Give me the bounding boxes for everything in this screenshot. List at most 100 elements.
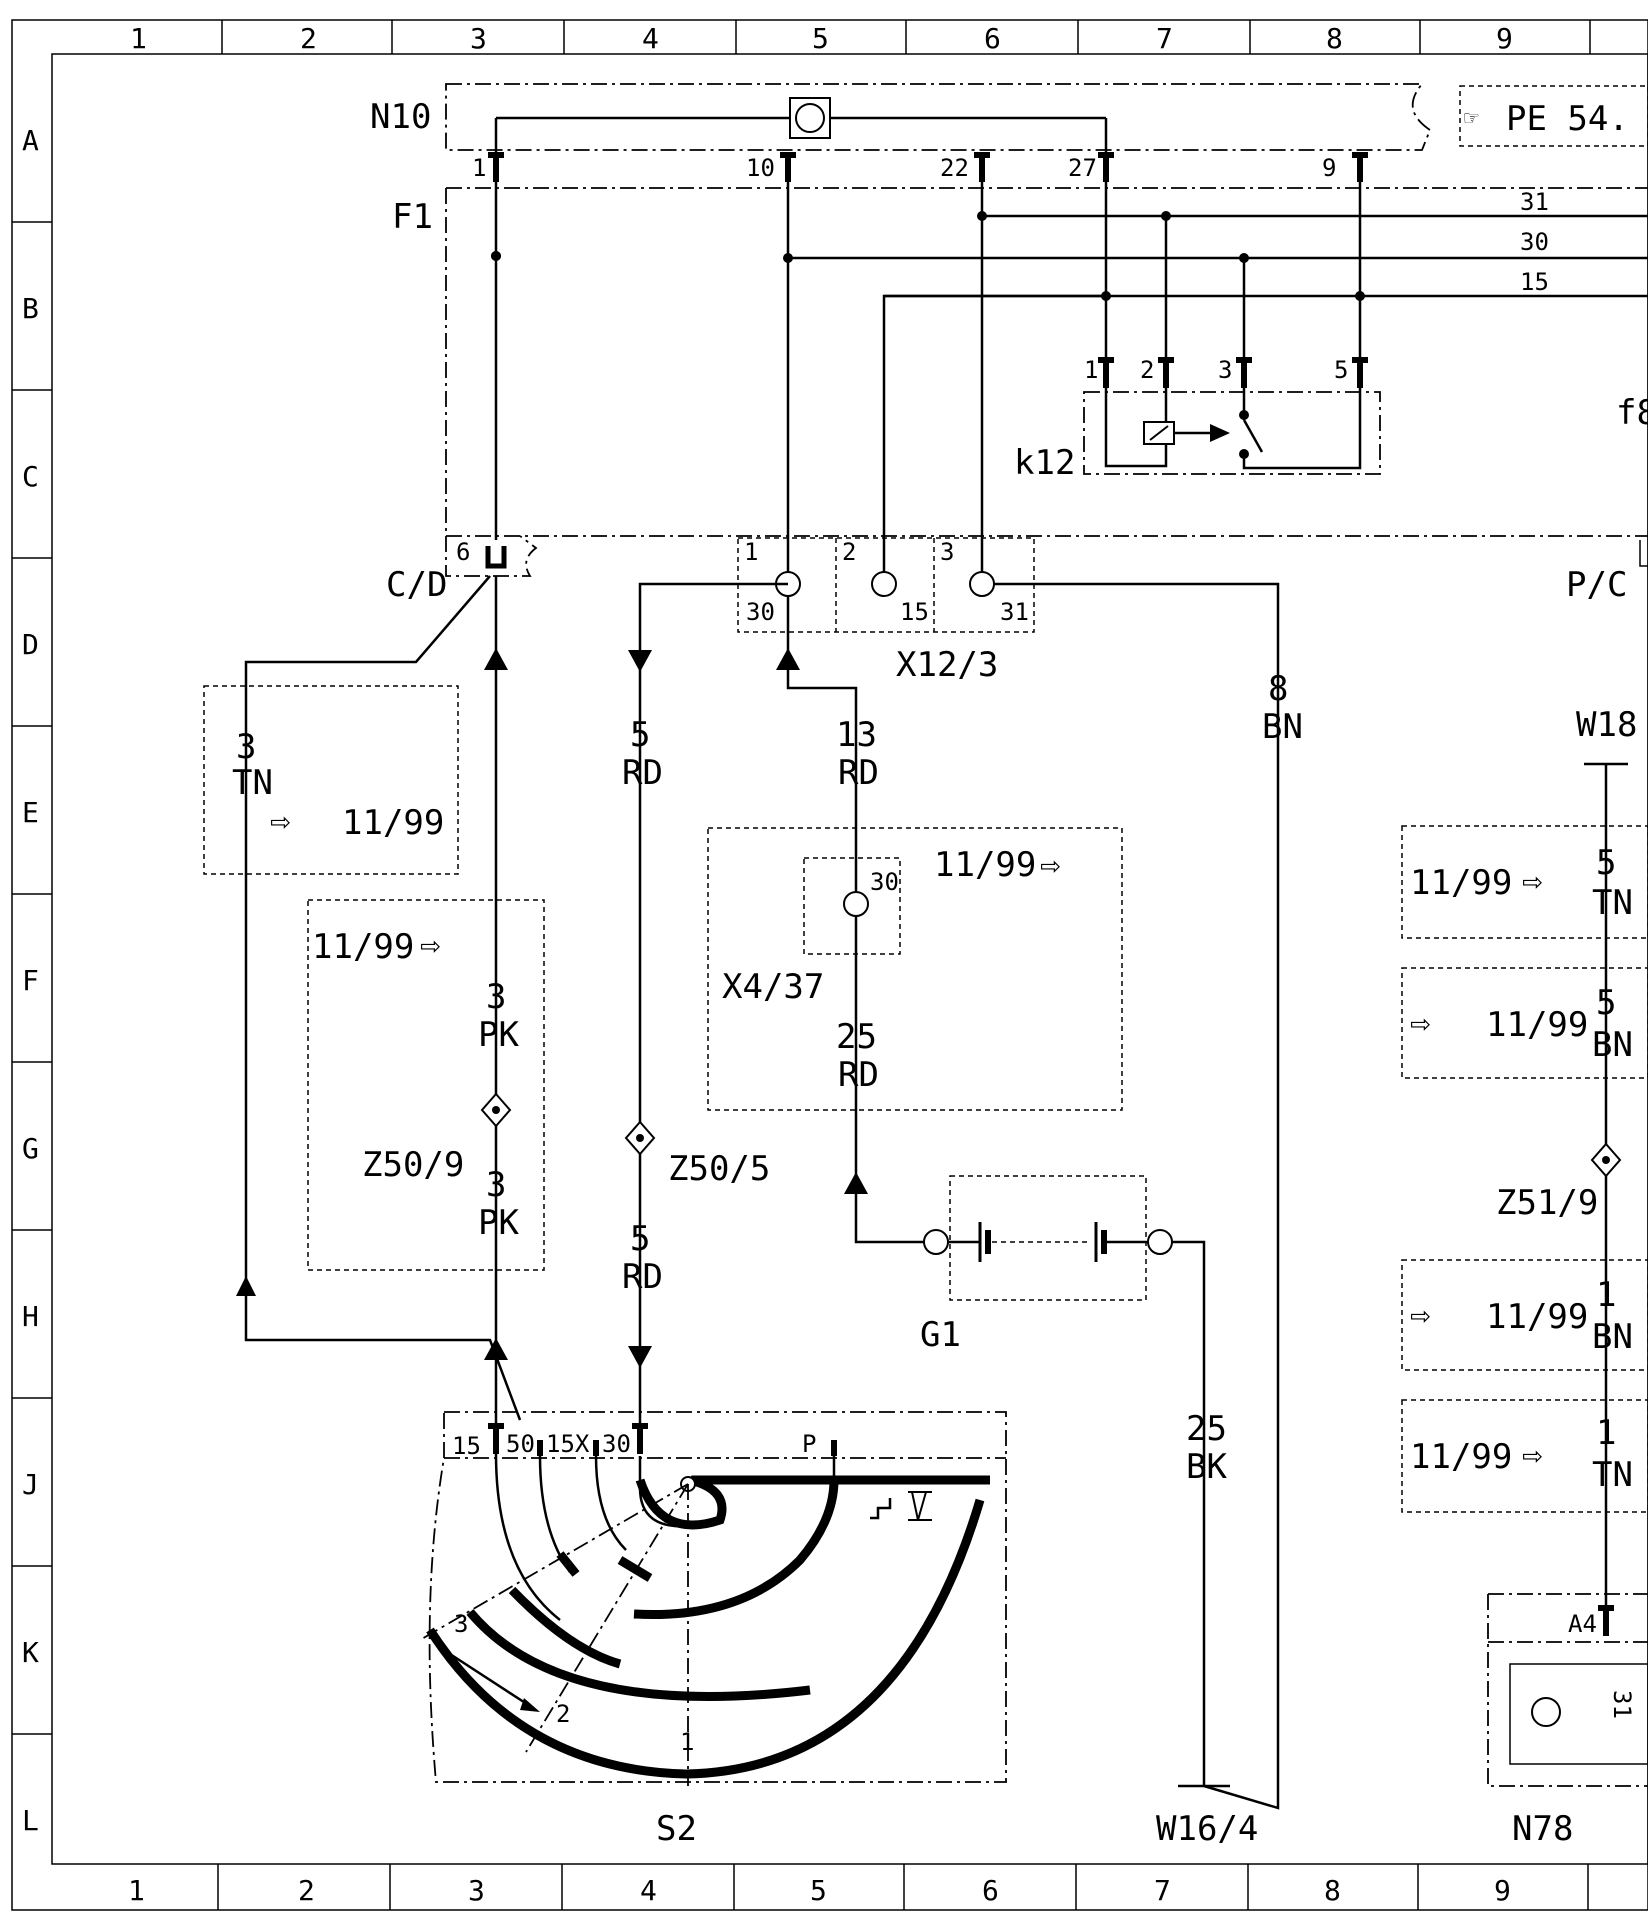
z51-9-label: Z51/9: [1496, 1183, 1598, 1223]
arrow-right-icon: ⇨: [1410, 1295, 1431, 1335]
pin-label: 10: [746, 154, 775, 182]
position-label: 3: [454, 1610, 468, 1638]
pin-label: 3: [940, 538, 954, 566]
wire-number: 5: [1596, 983, 1616, 1023]
col-label: 3: [470, 22, 487, 55]
ref-label: 11/99: [342, 803, 444, 843]
arrow-right-icon: ⇨: [1040, 845, 1061, 885]
x4-37-box: 30 X4/37 11/99 ⇨: [707, 827, 1123, 1111]
pin-label: 22: [940, 154, 969, 182]
row-label: J: [22, 1468, 39, 1501]
wire-labels: 3 TN 3 PK 3 PK 5 RD 5 RD 13 RD 25 RD 8 B…: [232, 669, 1303, 1487]
k12-relay: 1 2 3 5 k12 f8: [1014, 356, 1648, 483]
ref-label: 11/99: [934, 845, 1036, 885]
wire-color: RD: [838, 753, 879, 793]
pin-label: P: [802, 1430, 816, 1458]
wire-number: 1: [1596, 1275, 1616, 1315]
wire-number: 1: [1596, 1413, 1616, 1453]
row-label: L: [22, 1804, 39, 1837]
w16-4-label: W16/4: [1156, 1809, 1258, 1849]
pin-label: 3: [1218, 356, 1232, 384]
pc-label: P/C: [1566, 565, 1627, 605]
col-label: 4: [642, 22, 659, 55]
pin-label: 1: [744, 538, 758, 566]
pin-label: 5: [1334, 356, 1348, 384]
row-label: H: [22, 1300, 39, 1333]
col-label: 7: [1154, 1874, 1171, 1907]
g1-battery: G1: [920, 1175, 1173, 1355]
splice-z50-5: Z50/5: [624, 1120, 770, 1189]
pin-label: 1: [472, 154, 486, 182]
step-icon: [870, 1498, 892, 1520]
s2-ignition-switch: 15 50 15X 30 P 3 2 1: [419, 1411, 1007, 1849]
bus-30-label: 30: [1520, 228, 1549, 256]
pin-label: 9: [1322, 154, 1336, 182]
wire-color: TN: [1592, 1455, 1633, 1495]
wire-color: PK: [478, 1203, 519, 1243]
n78-transistor-icon: [1531, 1697, 1561, 1727]
lock-icon: [908, 1491, 932, 1521]
wire-color: BN: [1592, 1025, 1633, 1065]
row-label: G: [22, 1132, 39, 1165]
col-label: 9: [1496, 22, 1513, 55]
wire-color: BN: [1592, 1317, 1633, 1357]
wire-number: 8: [1268, 669, 1288, 709]
column-labels-top: 1 2 3 4 5 6 7 8 9: [130, 22, 1513, 55]
col-label: 9: [1494, 1874, 1511, 1907]
wire-number: 25: [836, 1017, 877, 1057]
position-label: 2: [556, 1700, 570, 1728]
ref-label: 11/99: [312, 927, 414, 967]
col-label: 8: [1324, 1874, 1341, 1907]
wire-number: 3: [486, 977, 506, 1017]
k12-label: k12: [1014, 443, 1075, 483]
drawing-frame: [11, 19, 1648, 1911]
wire-number: 3: [486, 1165, 506, 1205]
ref-label: 11/99: [1486, 1297, 1588, 1337]
col-label: 6: [982, 1874, 999, 1907]
pin-label: 27: [1068, 154, 1097, 182]
z50-5-label: Z50/5: [668, 1149, 770, 1189]
wire-color: RD: [838, 1055, 879, 1095]
n78-label: N78: [1512, 1809, 1573, 1849]
row-label: B: [22, 292, 39, 325]
wire-color: RD: [622, 753, 663, 793]
wire-number: 25: [1186, 1409, 1227, 1449]
col-label: 2: [298, 1874, 315, 1907]
cd-connector: 6 C/D P/C: [386, 535, 1648, 605]
n10-module: N10: [370, 83, 1432, 155]
pin-label: 30: [870, 868, 899, 896]
n10-label: N10: [370, 97, 431, 137]
column-labels-bottom: 1 2 3 4 5 6 7 8 9: [128, 1874, 1511, 1907]
wire-number: 5: [630, 715, 650, 755]
wire-number: 5: [630, 1219, 650, 1259]
row-label: K: [22, 1636, 39, 1669]
pin-label: A4: [1568, 1610, 1597, 1638]
arrow-right-icon: ⇨: [420, 925, 441, 965]
x4-37-label: X4/37: [722, 967, 824, 1007]
bus-15-label: 15: [1520, 268, 1549, 296]
wire-color: RD: [622, 1257, 663, 1297]
wire-color: BK: [1186, 1447, 1227, 1487]
pin-label: 30: [602, 1430, 631, 1458]
arrow-right-icon: ⇨: [1522, 1435, 1543, 1475]
row-label: F: [22, 964, 39, 997]
ref-label: 11/99: [1410, 863, 1512, 903]
cd-label: C/D: [386, 565, 447, 605]
arrow-right-icon: ⇨: [270, 801, 291, 841]
row-label: C: [22, 460, 39, 493]
pin-label: 15X: [546, 1430, 590, 1458]
pe-reference: PE 54.: [1506, 99, 1629, 139]
wire-color: TN: [232, 763, 273, 803]
f8-label: f8: [1616, 393, 1648, 433]
wire-color: BN: [1262, 707, 1303, 747]
col-label: 1: [130, 22, 147, 55]
wire-color: TN: [1592, 883, 1633, 923]
pin-label: 50: [506, 1430, 535, 1458]
col-label: 7: [1156, 22, 1173, 55]
wire-color: PK: [478, 1015, 519, 1055]
pin-label: 31: [1000, 598, 1029, 626]
pin-label: 15: [452, 1432, 481, 1460]
f1-fusebox: F1: [392, 187, 1648, 537]
pointing-hand-icon: ☞: [1464, 104, 1479, 132]
